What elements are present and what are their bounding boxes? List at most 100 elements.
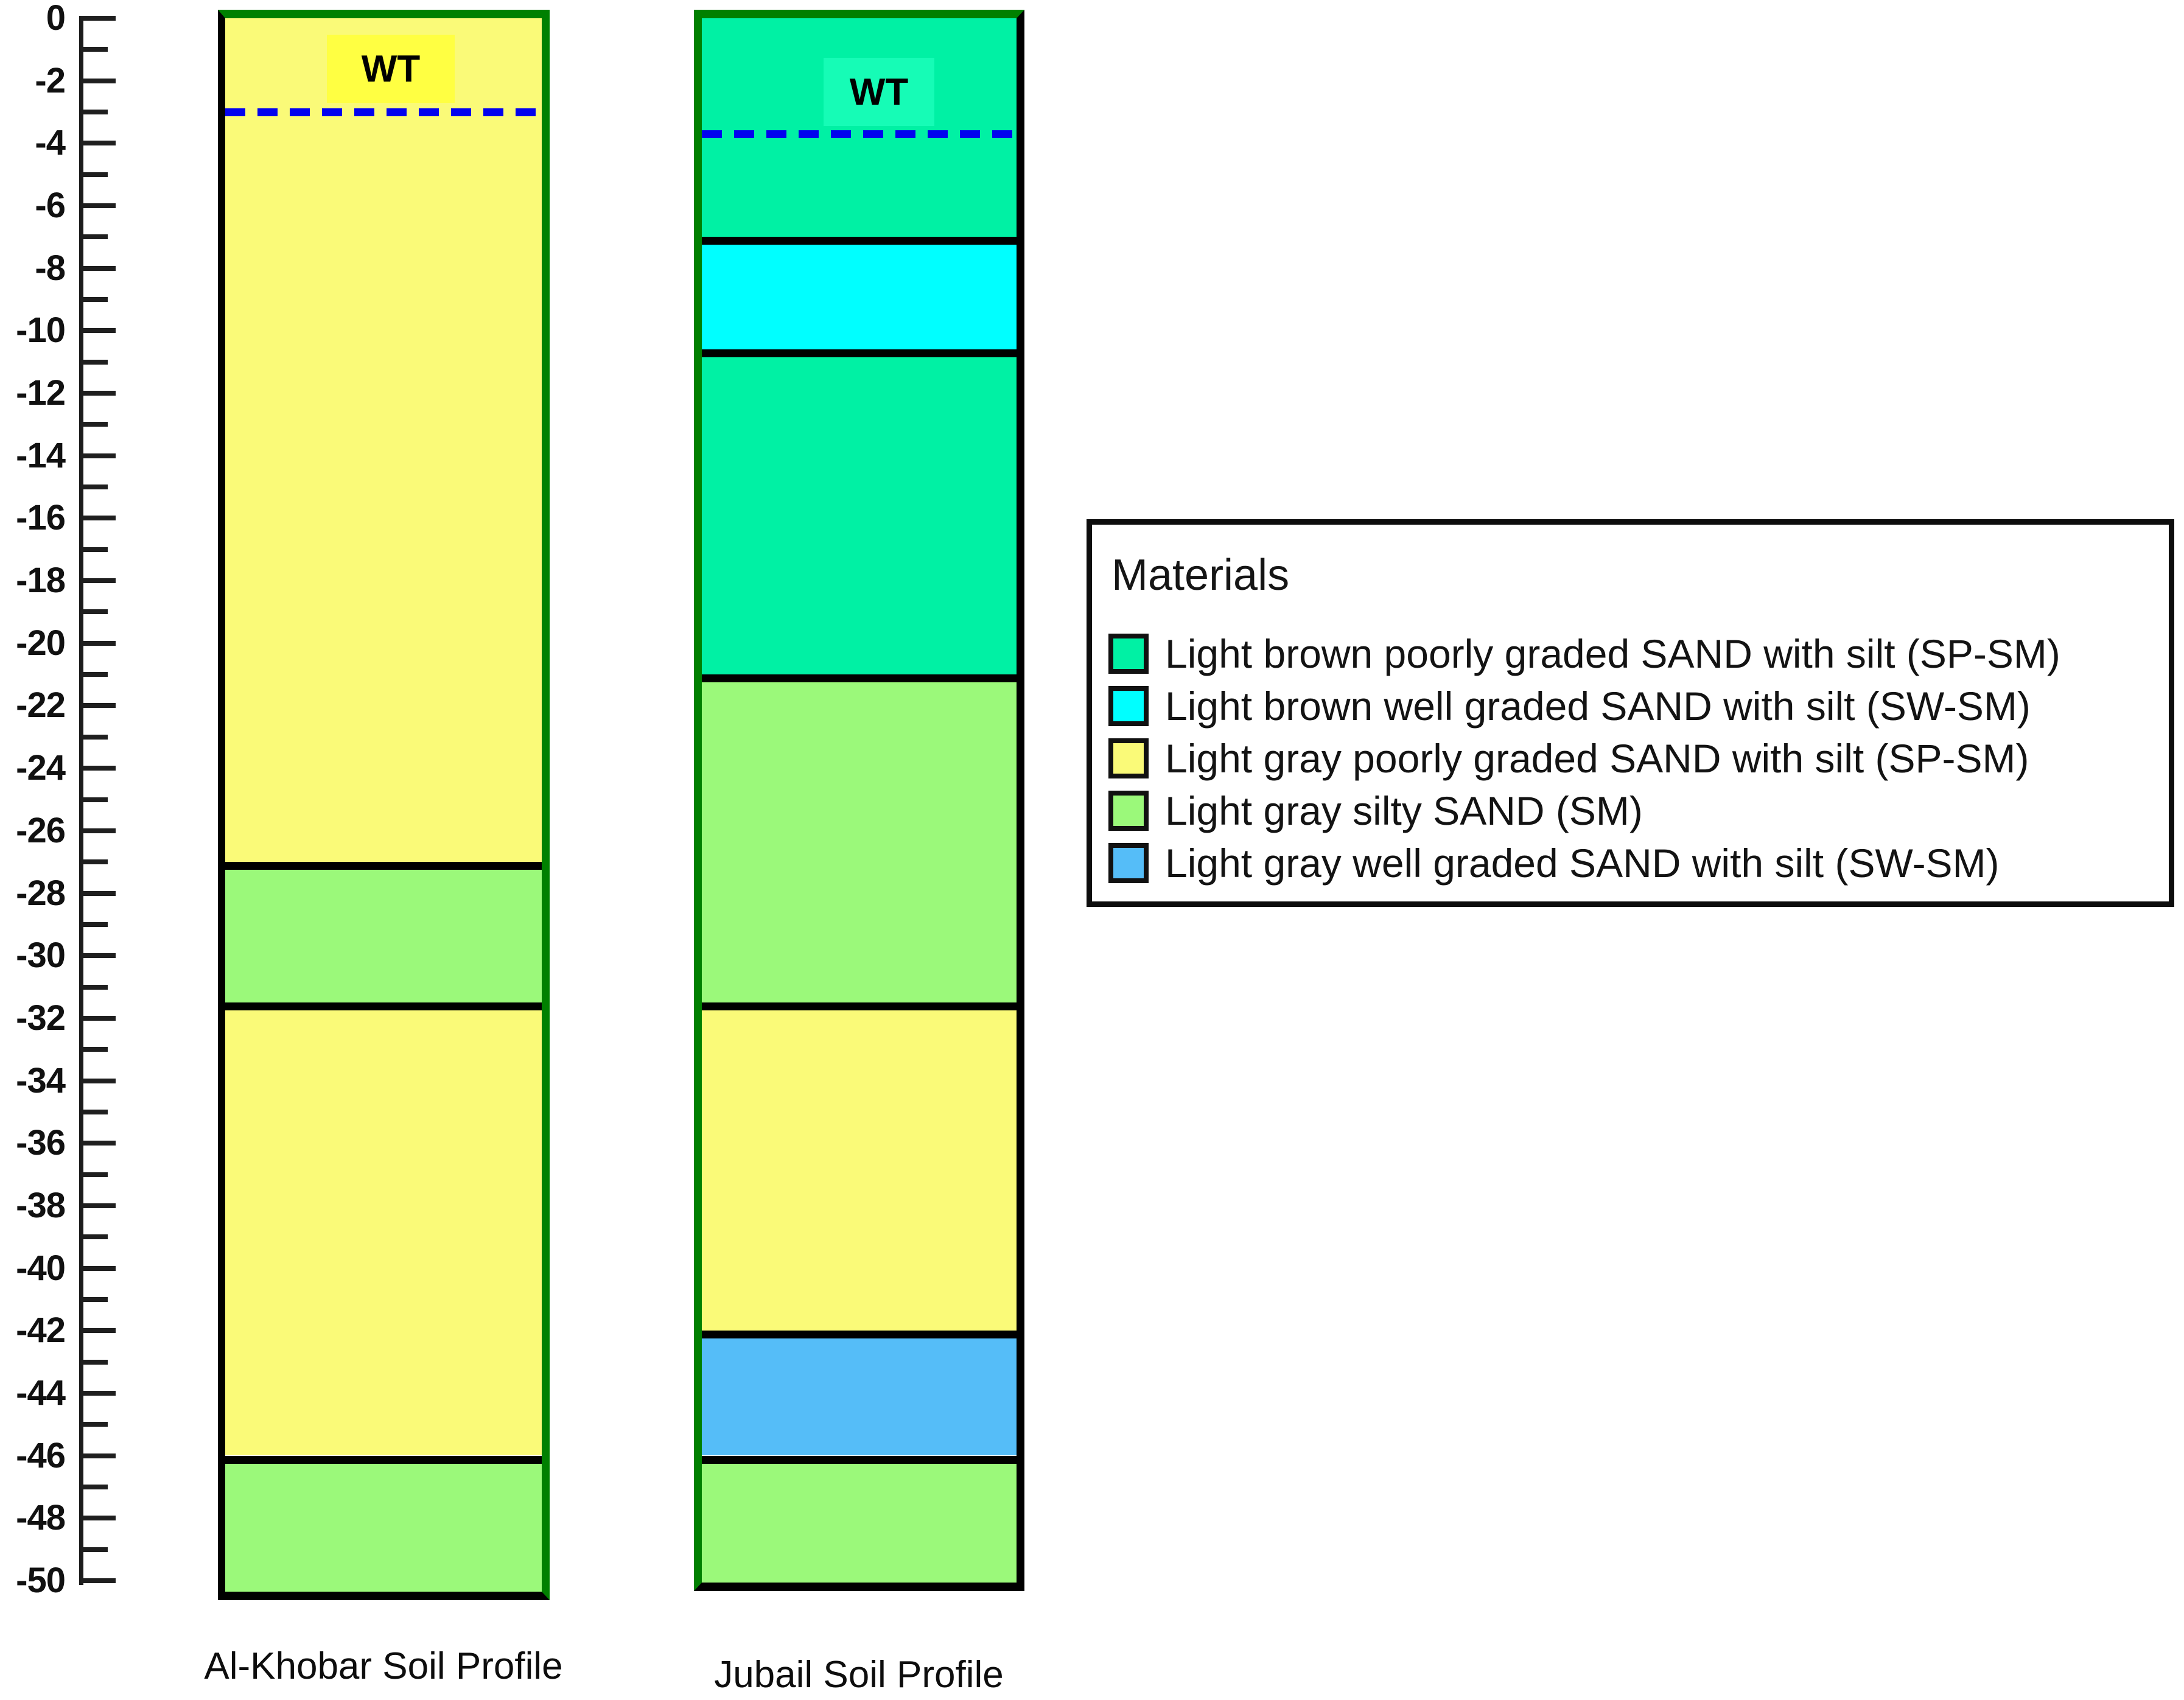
legend-title: Materials (1111, 551, 1290, 600)
axis-minor-tick (81, 1297, 108, 1302)
axis-tick-label: -48 (16, 1498, 66, 1537)
axis-major-tick (81, 1453, 116, 1458)
axis-minor-tick (81, 985, 108, 990)
axis-tick-label: -6 (35, 186, 66, 225)
soil-column-jubail: WT (694, 10, 1024, 1591)
axis-minor-tick (81, 297, 108, 302)
legend-item-label: Light brown poorly graded SAND with silt… (1165, 631, 2060, 676)
axis-major-tick (81, 328, 116, 333)
legend-swatch-sm_gray (1108, 791, 1149, 831)
axis-major-tick (81, 1516, 116, 1520)
axis-major-tick (81, 641, 116, 646)
legend-swatch-sp_sm_gray (1108, 738, 1149, 778)
soil-layer-sw_sm_gray (702, 1331, 1017, 1455)
legend-item: Light gray silty SAND (SM) (1092, 791, 2169, 831)
axis-major-tick (81, 1266, 116, 1271)
axis-minor-tick (81, 484, 108, 489)
axis-minor-tick (81, 547, 108, 552)
axis-tick-label: -34 (16, 1061, 66, 1100)
axis-major-tick (81, 141, 116, 145)
axis-major-tick (81, 1578, 116, 1583)
axis-minor-tick (81, 609, 108, 614)
axis-minor-tick (81, 110, 108, 114)
soil-layer-sm_gray (702, 1456, 1017, 1583)
soil-column-interior: WT (702, 18, 1017, 1583)
soil-layer-sp_sm_gray (225, 18, 542, 862)
axis-minor-tick (81, 672, 108, 677)
axis-minor-tick (81, 1047, 108, 1052)
axis-tick-label: -38 (16, 1186, 66, 1225)
axis-major-tick (81, 1079, 116, 1083)
soil-layer-sp_sm_gray (225, 1002, 542, 1455)
axis-tick-label: -14 (16, 436, 66, 475)
legend-item-label: Light gray well graded SAND with silt (S… (1165, 841, 2000, 886)
axis-tick-label: -30 (16, 936, 66, 975)
axis-major-tick (81, 516, 116, 520)
axis-minor-tick (81, 172, 108, 177)
profile-label-al-khobar: Al-Khobar Soil Profile (204, 1645, 563, 1687)
soil-layer-sm_gray (225, 1456, 542, 1592)
axis-tick-label: -22 (16, 685, 66, 725)
axis-minor-tick (81, 234, 108, 239)
axis-tick-label: -40 (16, 1248, 66, 1288)
axis-major-tick (81, 891, 116, 896)
legend-item: Light gray well graded SAND with silt (S… (1092, 843, 2169, 883)
axis-major-tick (81, 1328, 116, 1333)
soil-layer-sm_gray (702, 674, 1017, 1002)
soil-column-interior: WT (225, 18, 542, 1592)
axis-major-tick (81, 16, 116, 21)
axis-major-tick (81, 391, 116, 396)
axis-minor-tick (81, 422, 108, 427)
water-table-dashed-line (225, 108, 542, 116)
legend-item: Light gray poorly graded SAND with silt … (1092, 738, 2169, 778)
legend-swatch-sw_sm_gray (1108, 843, 1149, 883)
axis-major-tick (81, 1016, 116, 1021)
axis-minor-tick (81, 859, 108, 864)
legend-item: Light brown poorly graded SAND with silt… (1092, 634, 2169, 674)
legend-swatch-sw_sm_brown (1108, 686, 1149, 726)
axis-minor-tick (81, 1172, 108, 1177)
axis-minor-tick (81, 1360, 108, 1365)
axis-major-tick (81, 453, 116, 458)
water-table-label-box: WT (824, 58, 934, 126)
legend-item-label: Light gray silty SAND (SM) (1165, 788, 1643, 833)
soil-layer-sp_sm_brown (702, 18, 1017, 237)
axis-tick-label: -8 (35, 248, 66, 288)
axis-major-tick (81, 578, 116, 583)
axis-major-tick (81, 79, 116, 83)
axis-tick-label: -28 (16, 873, 66, 913)
soil-layer-sp_sm_brown (702, 349, 1017, 674)
axis-minor-tick (81, 360, 108, 365)
axis-minor-tick (81, 1110, 108, 1114)
axis-tick-label: -10 (16, 310, 66, 350)
axis-major-tick (81, 953, 116, 958)
axis-major-tick (81, 266, 116, 271)
axis-major-tick (81, 1391, 116, 1396)
axis-tick-label: -50 (16, 1561, 66, 1600)
axis-minor-tick (81, 1422, 108, 1427)
axis-minor-tick (81, 922, 108, 927)
axis-tick-label: -18 (16, 561, 66, 600)
profile-label-jubail: Jubail Soil Profile (714, 1654, 1004, 1696)
axis-tick-label: -4 (35, 123, 66, 163)
axis-major-tick (81, 703, 116, 708)
axis-tick-label: -12 (16, 373, 66, 413)
axis-minor-tick (81, 1234, 108, 1239)
soil-column-al-khobar: WT (218, 10, 550, 1600)
axis-tick-label: -16 (16, 498, 66, 537)
soil-layer-sp_sm_gray (702, 1002, 1017, 1331)
soil-layer-sw_sm_brown (702, 237, 1017, 349)
axis-major-tick (81, 766, 116, 771)
axis-tick-label: 0 (46, 0, 66, 38)
axis-tick-label: -24 (16, 748, 66, 788)
axis-minor-tick (81, 797, 108, 802)
axis-tick-label: -36 (16, 1123, 66, 1163)
axis-tick-label: -20 (16, 623, 66, 663)
axis-major-tick (81, 1141, 116, 1146)
legend-item-label: Light brown well graded SAND with silt (… (1165, 684, 2031, 729)
materials-legend: Materials Light brown poorly graded SAND… (1087, 519, 2174, 907)
axis-minor-tick (81, 47, 108, 52)
axis-major-tick (81, 828, 116, 833)
axis-tick-label: -46 (16, 1436, 66, 1475)
